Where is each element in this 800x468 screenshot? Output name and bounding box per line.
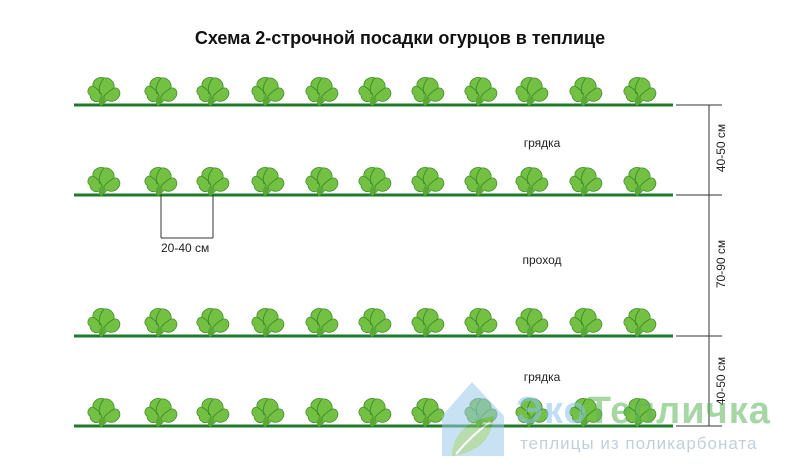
bed-label-top: грядка [523, 136, 561, 150]
cucumber-plant-icon [411, 307, 445, 338]
watermark-brand: ЭкоТепличка [516, 390, 771, 433]
aisle-label: проход [522, 253, 562, 267]
cucumber-plant-icon [358, 76, 392, 107]
cucumber-plant-icon [464, 307, 498, 338]
watermark-tagline: теплицы из поликарбоната [520, 434, 758, 453]
cucumber-plant-icon [87, 76, 121, 107]
cucumber-plant-icon [196, 397, 230, 428]
cucumber-plant-icon [623, 166, 657, 197]
cucumber-plant-icon [305, 307, 339, 338]
cucumber-plant-icon [411, 76, 445, 107]
watermark: ЭкоТепличка теплицы из поликарбоната [438, 376, 798, 462]
bed-label-bottom: грядка [523, 370, 561, 384]
greenhouse-logo-icon [442, 382, 504, 456]
cucumber-plant-icon [464, 166, 498, 197]
cucumber-plant-icon [144, 166, 178, 197]
aisle-width-label: 70-90 см [714, 239, 729, 289]
rows-layer [74, 76, 673, 428]
cucumber-plant-icon [569, 166, 603, 197]
bed-width-label-top: 40-50 см [714, 123, 729, 173]
cucumber-plant-icon [87, 397, 121, 428]
watermark-brand-part1: Эко [516, 390, 588, 432]
cucumber-plant-icon [623, 76, 657, 107]
cucumber-plant-icon [305, 397, 339, 428]
cucumber-plant-icon [196, 76, 230, 107]
cucumber-plant-icon [196, 166, 230, 197]
plant-spacing-label: 20-40 см [161, 241, 210, 255]
cucumber-plant-icon [515, 166, 549, 197]
cucumber-plant-icon [251, 307, 285, 338]
cucumber-plant-icon [251, 166, 285, 197]
cucumber-plant-icon [569, 76, 603, 107]
cucumber-plant-icon [623, 307, 657, 338]
cucumber-plant-icon [251, 76, 285, 107]
cucumber-plant-icon [144, 397, 178, 428]
cucumber-plant-icon [411, 166, 445, 197]
cucumber-plant-icon [305, 166, 339, 197]
diagram-title: Схема 2-строчной посадки огурцов в тепли… [194, 28, 606, 48]
cucumber-plant-icon [569, 307, 603, 338]
dimensions-layer [160, 104, 722, 427]
cucumber-plant-icon [515, 307, 549, 338]
cucumber-plant-icon [251, 397, 285, 428]
cucumber-plant-icon [515, 76, 549, 107]
watermark-brand-part2: Тепличка [587, 390, 771, 432]
cucumber-plant-icon [358, 166, 392, 197]
cucumber-plant-icon [87, 307, 121, 338]
cucumber-plant-icon [144, 307, 178, 338]
cucumber-plant-icon [358, 397, 392, 428]
cucumber-plant-icon [144, 76, 178, 107]
cucumber-plant-icon [358, 307, 392, 338]
cucumber-plant-icon [196, 307, 230, 338]
cucumber-plant-icon [87, 166, 121, 197]
cucumber-plant-icon [464, 76, 498, 107]
cucumber-plant-icon [305, 76, 339, 107]
